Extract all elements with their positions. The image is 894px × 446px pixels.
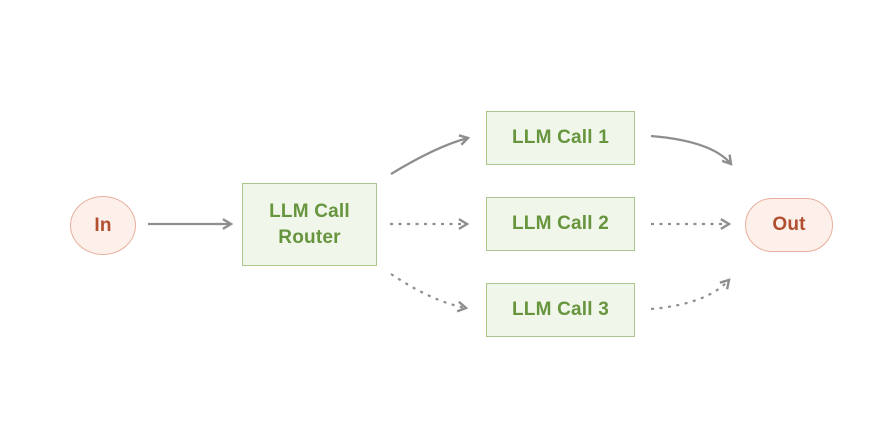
node-input-label: In bbox=[94, 214, 112, 236]
node-input: In bbox=[70, 196, 136, 255]
node-router-label-line1: LLM Call bbox=[269, 200, 350, 222]
node-router: LLM Call Router bbox=[242, 183, 377, 266]
node-llm-call-1-label: LLM Call 1 bbox=[511, 127, 609, 148]
edge-call3-to-out bbox=[650, 278, 731, 311]
node-output: Out bbox=[745, 198, 833, 252]
node-llm-call-3: LLM Call 3 bbox=[486, 283, 635, 337]
edge-router-to-call3 bbox=[390, 273, 469, 313]
node-llm-call-2-label: LLM Call 2 bbox=[511, 213, 609, 234]
node-router-label-line2: Router bbox=[278, 226, 341, 248]
edge-call1-to-out bbox=[650, 134, 733, 166]
node-llm-call-2: LLM Call 2 bbox=[486, 197, 635, 251]
node-llm-call-3-label: LLM Call 3 bbox=[511, 299, 609, 320]
node-output-label: Out bbox=[772, 214, 806, 235]
edge-router-to-call1 bbox=[390, 134, 471, 175]
node-llm-call-1: LLM Call 1 bbox=[486, 111, 635, 165]
